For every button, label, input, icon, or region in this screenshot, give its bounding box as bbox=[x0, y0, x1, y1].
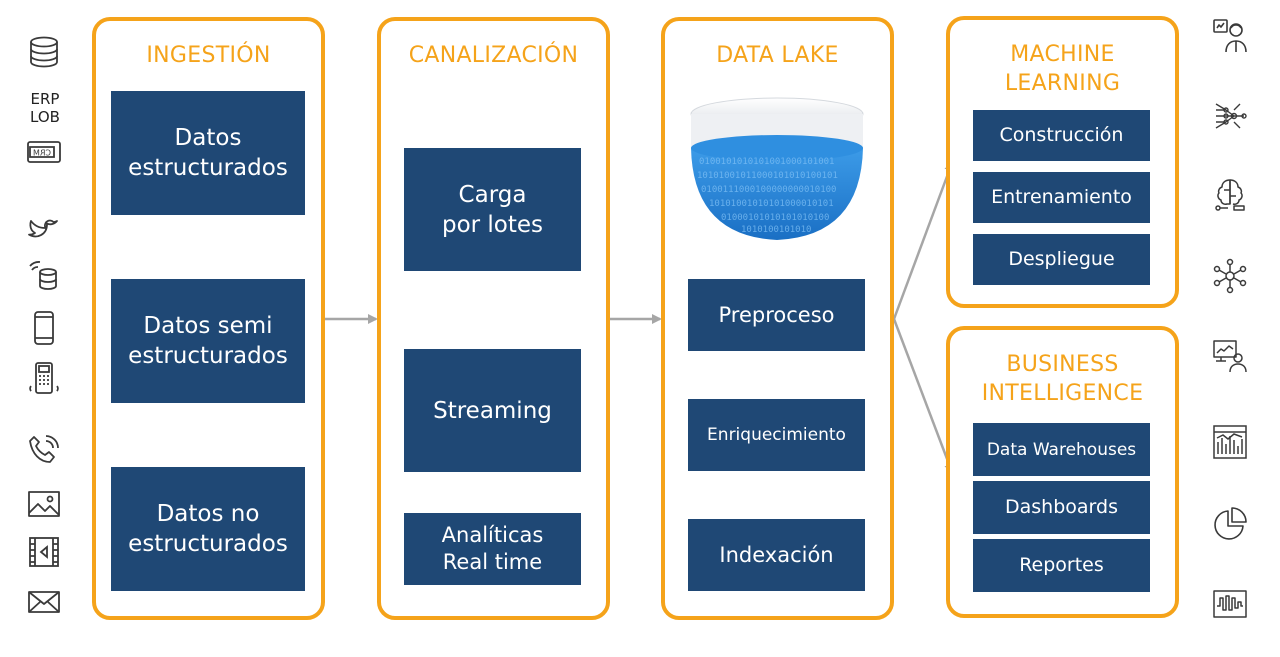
erp-lob-label: ERP LOB bbox=[30, 90, 60, 126]
svg-text:CRM: CRM bbox=[33, 149, 51, 158]
video-icon bbox=[26, 534, 62, 570]
bi-data-warehouses-box: Data Warehouses bbox=[973, 423, 1150, 476]
pos-terminal-icon bbox=[26, 360, 62, 396]
ingestion-title: INGESTIÓN bbox=[146, 43, 271, 68]
image-icon bbox=[26, 486, 62, 522]
data-scientist-icon bbox=[1212, 18, 1248, 54]
brain-analytics-icon bbox=[1212, 176, 1248, 212]
smartphone-icon bbox=[26, 310, 62, 346]
bar-dashboard-icon bbox=[1212, 424, 1248, 460]
structured-data-box: Datos estructurados bbox=[111, 91, 305, 215]
neural-network-icon bbox=[1212, 98, 1248, 134]
ml-build-box: Construcción bbox=[973, 110, 1150, 161]
pie-chart-icon bbox=[1212, 506, 1248, 542]
network-nodes-icon bbox=[1212, 258, 1248, 294]
svg-text:01000101010101010100: 01000101010101010100 bbox=[721, 213, 829, 223]
database-icon bbox=[26, 34, 62, 70]
pipeline-title: CANALIZACIÓN bbox=[408, 43, 579, 68]
iot-sensor-icon bbox=[26, 258, 62, 294]
batch-load-box: Carga por lotes bbox=[404, 148, 581, 271]
bi-dashboards-box: Dashboards bbox=[973, 481, 1150, 534]
streaming-box: Streaming bbox=[404, 349, 581, 472]
twitter-bird-icon bbox=[26, 212, 62, 248]
presenter-chart-icon bbox=[1212, 338, 1248, 374]
ml-title: MACHINE LEARNING bbox=[1004, 42, 1121, 96]
phone-call-icon bbox=[26, 432, 62, 468]
svg-text:10101001010101000010101: 10101001010101000010101 bbox=[709, 199, 834, 209]
enrichment-box: Enriquecimiento bbox=[688, 399, 865, 471]
svg-text:10101001011000101010100101: 10101001011000101010100101 bbox=[697, 171, 838, 181]
svg-text:1010100101010: 1010100101010 bbox=[741, 225, 811, 235]
indexing-box: Indexación bbox=[688, 519, 865, 591]
data-lake-bowl-icon: 0100101010101001000101001 10101001011000… bbox=[689, 96, 865, 246]
ml-deploy-box: Despliegue bbox=[973, 234, 1150, 285]
semi-structured-data-box: Datos semi estructurados bbox=[111, 279, 305, 403]
datalake-title: DATA LAKE bbox=[716, 43, 839, 68]
bi-reports-box: Reportes bbox=[973, 539, 1150, 592]
preprocess-box: Preproceso bbox=[688, 279, 865, 351]
mail-icon bbox=[26, 584, 62, 620]
bi-title: BUSINESS INTELLIGENCE bbox=[981, 352, 1144, 406]
realtime-analytics-box: Analíticas Real time bbox=[404, 513, 581, 585]
arrow-to-ml bbox=[892, 161, 954, 320]
crm-icon: CRM bbox=[26, 134, 62, 170]
svg-text:0100101010101001000101001: 0100101010101001000101001 bbox=[699, 157, 834, 167]
arrow-to-bi bbox=[892, 318, 954, 474]
waveform-chart-icon bbox=[1212, 586, 1248, 622]
svg-text:0100111000100000000010100: 0100111000100000000010100 bbox=[701, 185, 836, 195]
unstructured-data-box: Datos no estructurados bbox=[111, 467, 305, 591]
ml-train-box: Entrenamiento bbox=[973, 172, 1150, 223]
